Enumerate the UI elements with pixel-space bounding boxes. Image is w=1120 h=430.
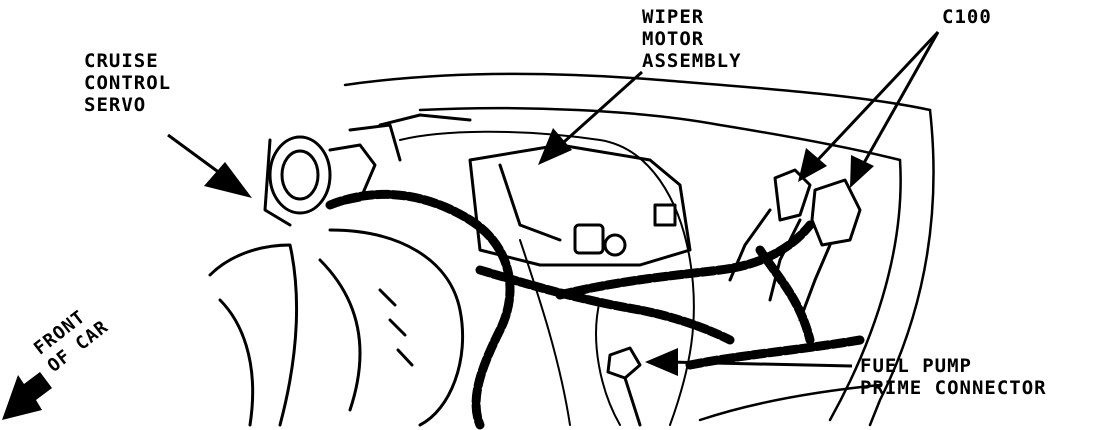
leader-arrows: [2, 30, 940, 420]
label-cruise-line-1: CRUISE: [84, 50, 159, 72]
label-wiper-line-1: WIPER: [642, 6, 705, 28]
arrow-fuel: [645, 348, 853, 376]
cruise-servo-body: [263, 113, 472, 227]
hood-outline: [343, 72, 935, 427]
strut-tower: [208, 228, 465, 427]
label-wiper-line-2: MOTOR: [642, 28, 705, 50]
label-cruise-line-2: CONTROL: [84, 72, 172, 94]
label-fuel-line-1: FUEL PUMP: [860, 355, 972, 377]
fuel-pump-connector: [606, 346, 642, 427]
arrow-c100-left: [798, 30, 940, 182]
label-cruise-control-servo: CRUISE CONTROL SERVO: [84, 50, 171, 116]
arrow-c100-right: [850, 31, 940, 188]
label-fuel-line-2: PRIME CONNECTOR: [860, 377, 1047, 399]
label-cruise-line-3: SERVO: [84, 94, 147, 116]
arrow-wiper: [538, 70, 644, 165]
label-wiper-motor-assembly: WIPER MOTOR ASSEMBLY: [642, 6, 742, 72]
arrow-cruise: [167, 133, 252, 198]
label-c100: C100: [942, 6, 992, 28]
label-fuel-pump-prime-connector: FUEL PUMP PRIME CONNECTOR: [860, 355, 1047, 399]
label-wiper-line-3: ASSEMBLY: [642, 50, 742, 72]
wiring-harness: [325, 189, 865, 430]
front-of-car-arrow: [2, 372, 52, 420]
c100-connectors: [728, 168, 862, 322]
